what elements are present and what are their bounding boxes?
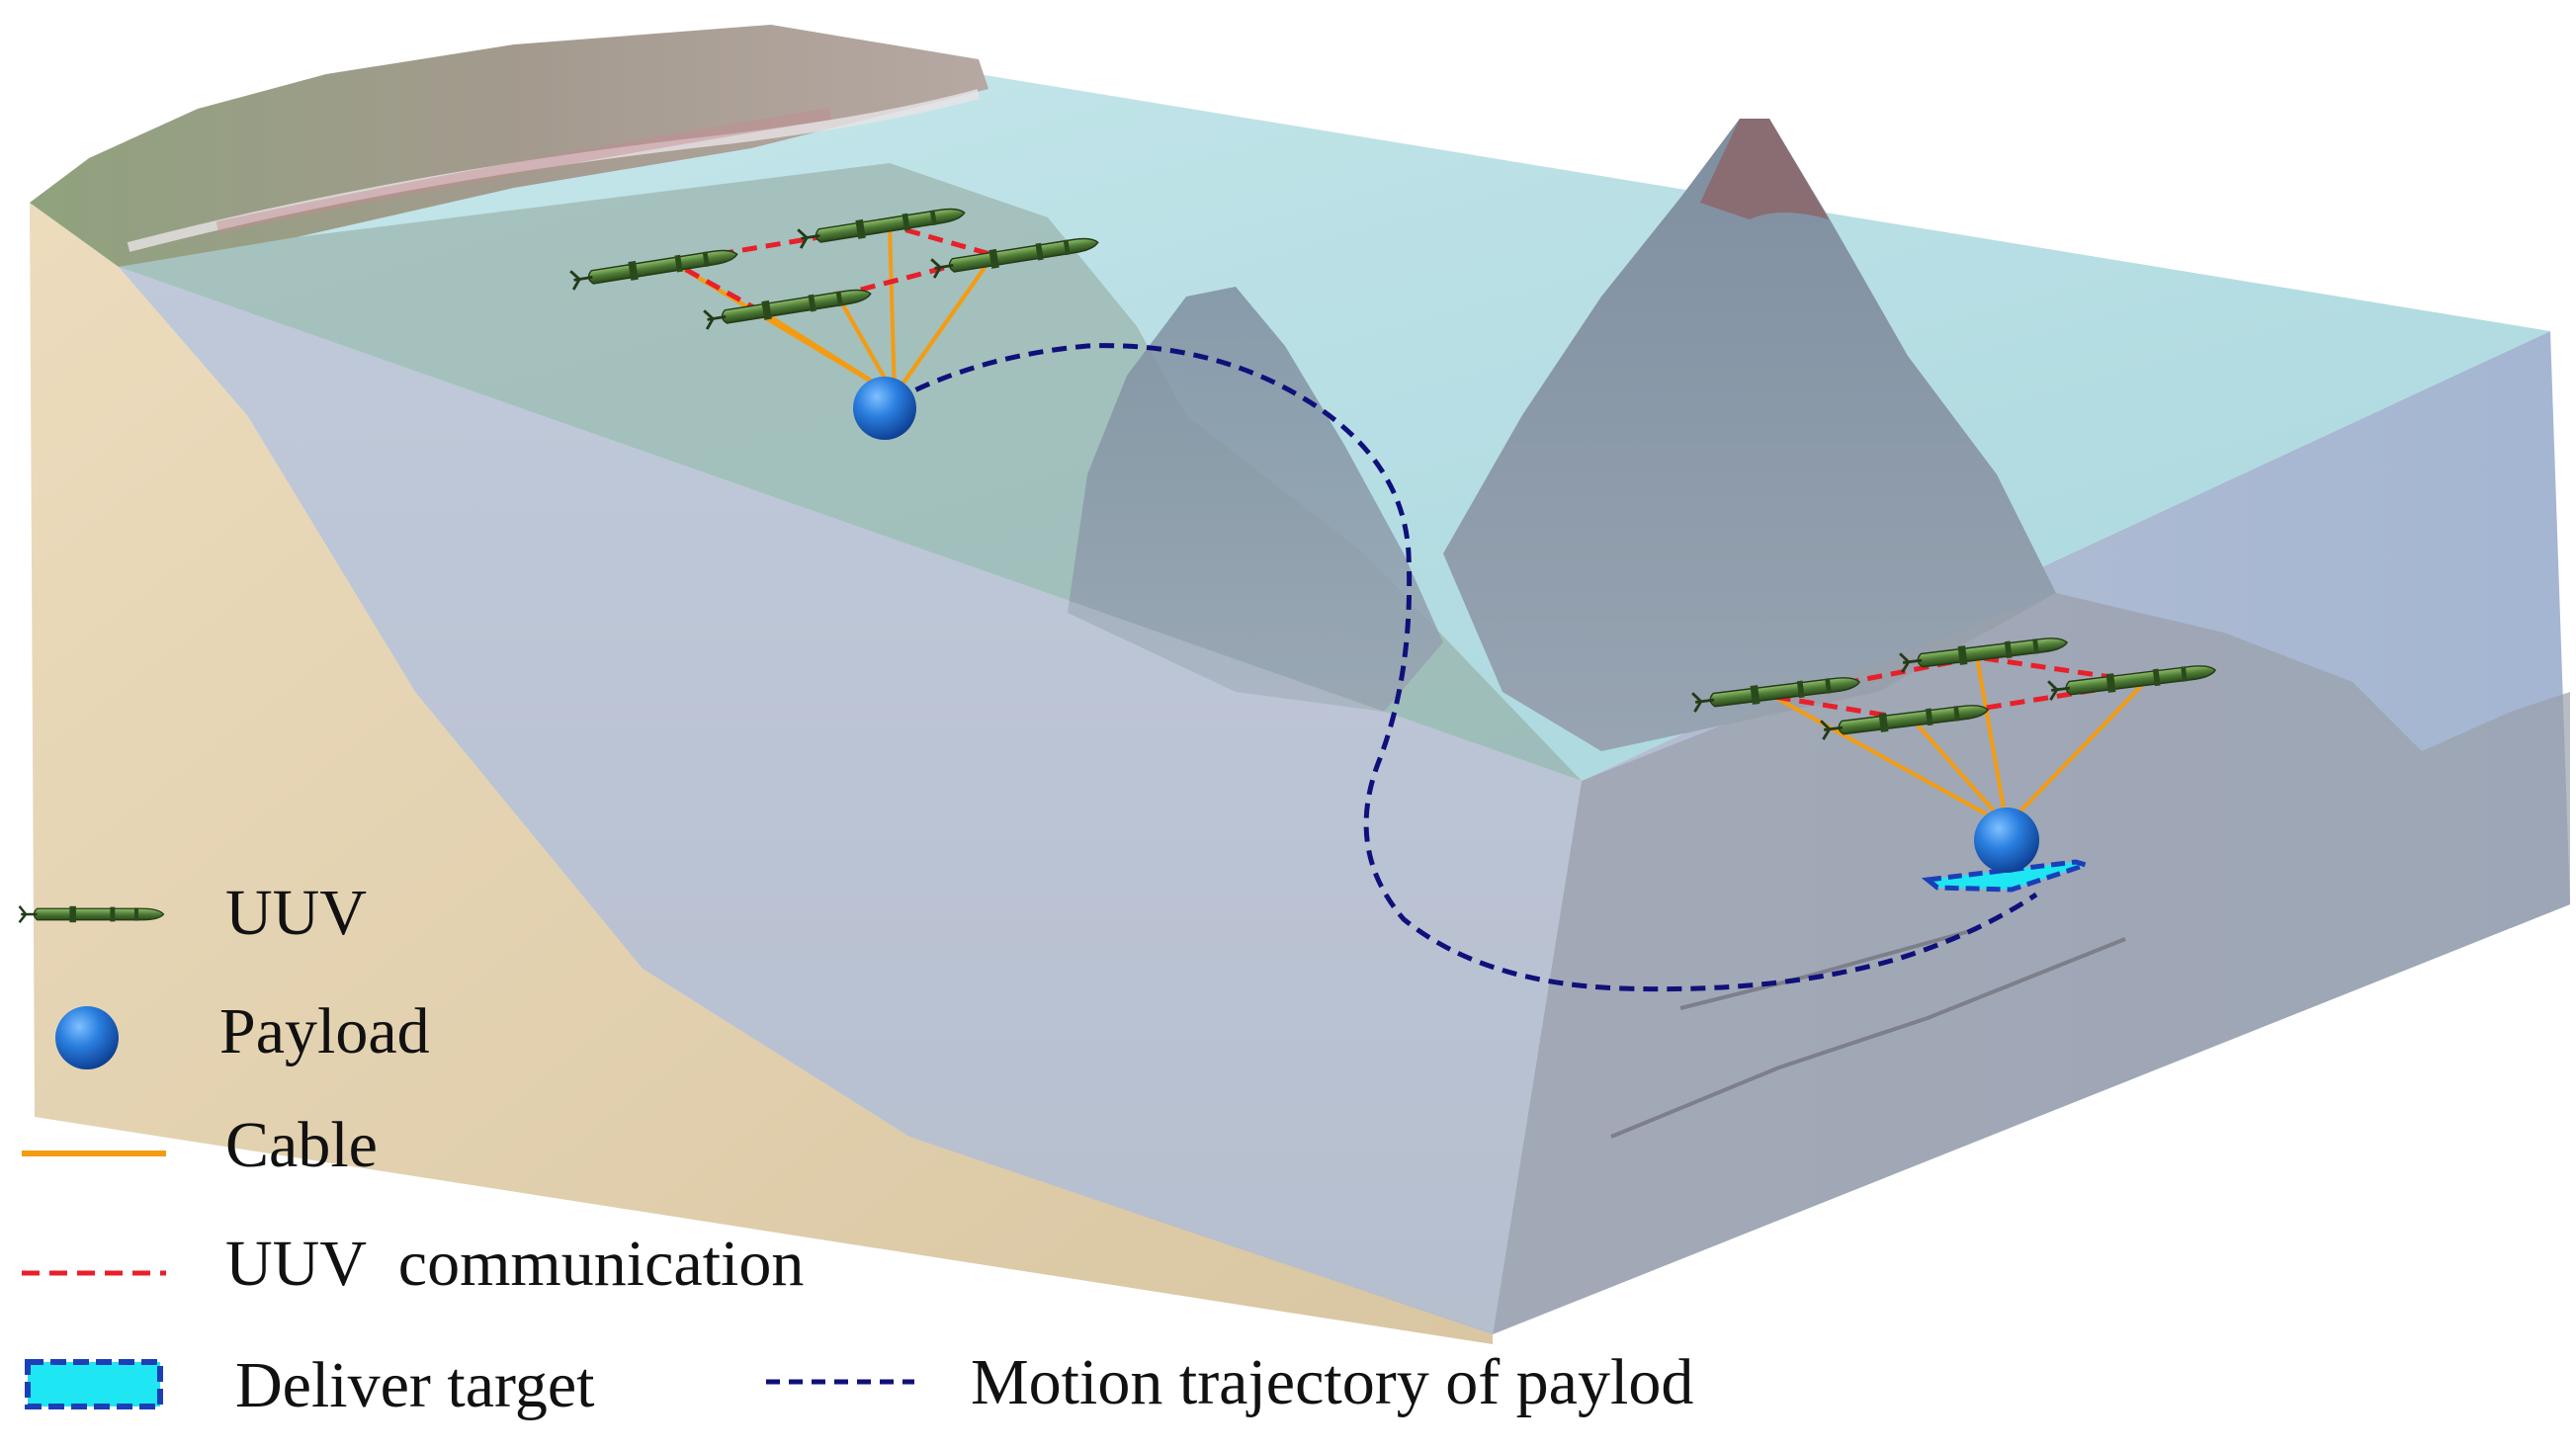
sphere-legend-icon [55, 1006, 119, 1069]
legend: UUV Payload Cable UUV communication Deli… [18, 877, 1693, 1421]
legend-communication-label: UUV communication [225, 1228, 804, 1300]
deliver-target [1921, 859, 2095, 893]
legend-deliver-target: Deliver target [25, 1349, 594, 1421]
legend-uuv-label: UUV [225, 877, 367, 949]
legend-trajectory-label: Motion trajectory of paylod [971, 1346, 1693, 1418]
front-water-wall [119, 267, 1582, 1334]
seabed-right [1493, 593, 2570, 1334]
sand-cliff [30, 203, 1493, 1344]
legend-uuv: UUV [18, 877, 367, 949]
peak-tip [1700, 119, 1829, 219]
legend-cable-label: Cable [225, 1109, 378, 1181]
coast-land [30, 25, 988, 267]
legend-cable: Cable [22, 1109, 378, 1181]
legend-payload-label: Payload [219, 995, 430, 1067]
legend-deliver-target-label: Deliver target [235, 1349, 594, 1421]
middle-mountain [1068, 287, 1443, 712]
uuv-formation-1 [568, 202, 1101, 440]
payload-start [853, 377, 916, 440]
legend-trajectory: Motion trajectory of paylod [766, 1346, 1693, 1418]
uuv-formation-2 [1690, 632, 2218, 873]
payload-trajectory [893, 343, 2038, 992]
legend-communication: UUV communication [22, 1228, 804, 1300]
main-peak [1443, 119, 2056, 751]
uuv-legend-icon [18, 904, 165, 924]
terrain-block [30, 25, 2570, 1344]
legend-payload: Payload [55, 995, 430, 1069]
payload-end [1974, 808, 2039, 873]
deliver-target-legend-icon [25, 1359, 163, 1409]
